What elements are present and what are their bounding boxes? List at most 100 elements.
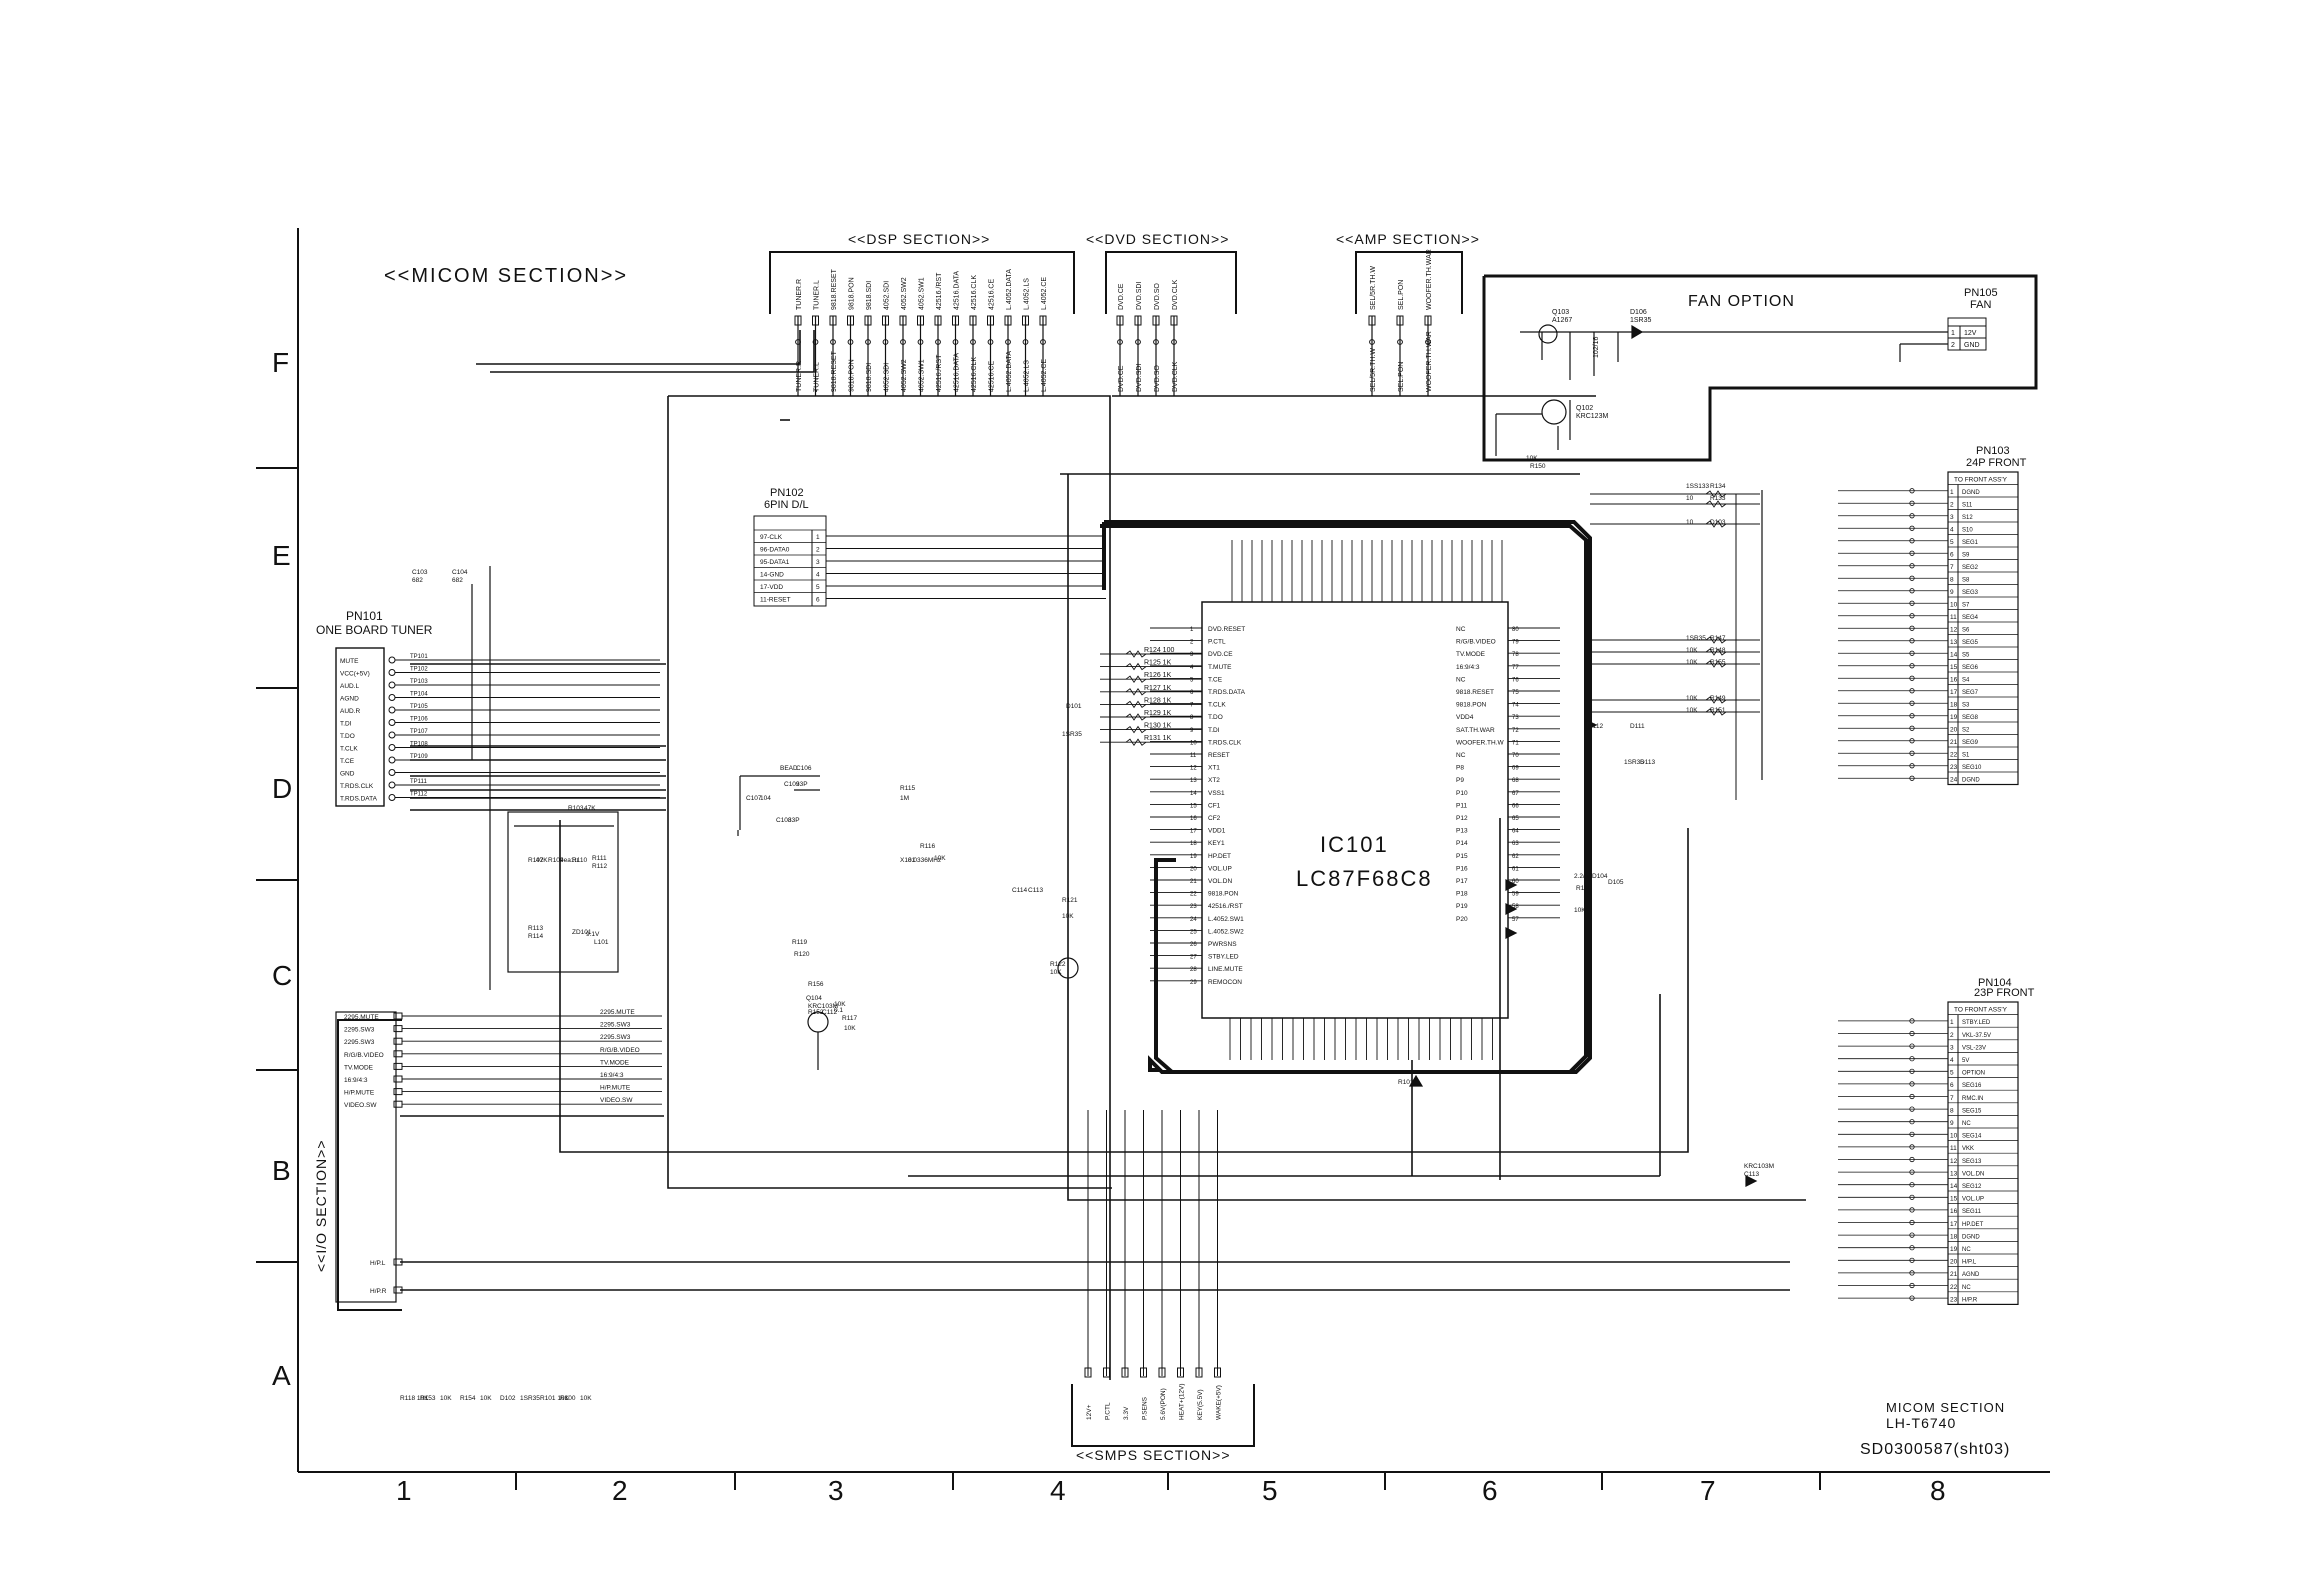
pn104-tp: [1909, 1144, 1915, 1150]
connector-pin-label: 4052.SDI: [884, 281, 891, 310]
connector-net-label: L.4052.DATA: [1006, 351, 1013, 392]
pn104-tp: [1909, 1106, 1915, 1112]
ic101-pin-label: P13: [1456, 828, 1468, 835]
io-pin-label: 2295.MUTE: [344, 1014, 379, 1021]
part-label: D113: [1640, 759, 1655, 766]
part-label: 1SR35: [1062, 731, 1082, 738]
pn104-pin-num: 19: [1950, 1246, 1958, 1253]
pn102-ref: PN102: [770, 487, 804, 499]
ic101-ref: IC101: [1320, 832, 1389, 857]
part-label: R110: [572, 857, 587, 864]
pn103-tp: [1909, 700, 1915, 706]
pn103-tp: [1909, 650, 1915, 656]
pn103-pin-num: 3: [1950, 514, 1954, 521]
part-label: R150: [1530, 463, 1546, 470]
pn103-tp: [1909, 550, 1915, 556]
pn102-pin-label: 97-CLK: [760, 534, 783, 541]
pn101-test-point: TP106: [410, 717, 428, 723]
pn104-pin-label: VKK: [1962, 1146, 1974, 1152]
fan-circuit-labels: Q103 A1267 D106 1SR35 Q102 KRC123M 102/1…: [1552, 309, 1652, 420]
ic101-pin-label: XT2: [1208, 777, 1220, 784]
ic101-pin-label: P16: [1456, 865, 1468, 872]
io-pin-label: 16:9/4:3: [344, 1077, 368, 1084]
ic101-pin-label: VDD4: [1456, 714, 1474, 721]
ic101-pin-number: 26: [1190, 942, 1197, 948]
passive-parts: [471, 566, 1758, 1187]
pn104-ref: PN104: [1978, 977, 2012, 989]
part-label: KRC103M: [808, 1003, 838, 1010]
part-label: 4ea1u: [560, 857, 578, 864]
ic101-pin-number: 29: [1190, 980, 1197, 986]
ic101-pin-number: 25: [1190, 929, 1197, 935]
connector-node: [865, 339, 871, 345]
ic101-pin-number: 27: [1190, 955, 1197, 961]
connector-node: [1022, 339, 1029, 345]
io-pin-label: TV.MODE: [344, 1064, 374, 1071]
row-label: A: [272, 1360, 291, 1391]
part-label: R121: [1062, 897, 1078, 904]
io-pin: [393, 1286, 403, 1294]
row-label: E: [272, 540, 291, 571]
ic101-part: LC87F68C8: [1296, 866, 1433, 891]
pn102-pin-label: 96-DATA0: [760, 547, 790, 554]
part-label: 47K: [584, 805, 596, 812]
connector-net-label: 42516.DATA: [954, 353, 961, 392]
pn104-tp: [1909, 1018, 1915, 1024]
part-label: D112: [1588, 723, 1603, 730]
part-label: 10K: [580, 1395, 592, 1402]
ic101-pin-label: 9818.PON: [1456, 702, 1487, 709]
part-label: R152: [808, 1009, 824, 1016]
ic101-pin-number: 9: [1190, 728, 1194, 734]
ic101-body: [1100, 524, 1588, 1074]
ic101-pin-number: 21: [1190, 879, 1197, 885]
pn103-pin-label: SEG9: [1962, 740, 1979, 746]
part-label: D101: [1066, 703, 1082, 710]
pn103-pin-num: 13: [1950, 639, 1958, 646]
io-pin: [393, 1088, 403, 1096]
connector-pin-label: 4052.SW1: [919, 277, 926, 310]
smps-pin-label: 12V+: [1086, 1404, 1093, 1420]
part-label: D102: [500, 1395, 516, 1402]
ic101-pin-number: 77: [1512, 665, 1519, 671]
smps-pin: [1214, 1367, 1221, 1378]
ic101-pin-label: 16:9/4:3: [1456, 664, 1480, 671]
pn101-pin-node: [388, 719, 396, 726]
pn103-name: 24P FRONT: [1966, 457, 2027, 469]
pn104-pin-num: 23: [1950, 1296, 1958, 1303]
connector-pin-label: 9818.SDI: [866, 281, 873, 310]
pn105-ref: PN105: [1964, 287, 1998, 299]
part-label: 8.0336MHz: [908, 857, 941, 864]
footer-title: MICOM SECTION: [1886, 1400, 2005, 1415]
ic101-pin-number: 58: [1512, 904, 1519, 910]
pn101-test-point: TP112: [410, 792, 428, 798]
connector-pin-label: DVD.CLK: [1172, 279, 1179, 310]
io-frame: [335, 1011, 397, 1303]
col-label: 7: [1700, 1475, 1716, 1506]
part-label: R149: [1710, 695, 1726, 702]
pn103-pin-label: SEG6: [1962, 665, 1979, 671]
pn101-pin-label: AUD.R: [340, 708, 361, 715]
pn104-tp: [1909, 1068, 1915, 1074]
pn104-pin-label: SEG12: [1962, 1184, 1982, 1190]
pn104-pin-num: 17: [1950, 1221, 1958, 1228]
part-label: C108: [776, 817, 792, 824]
part-label: R101 10K: [540, 1395, 570, 1402]
io-pin: [393, 1062, 403, 1070]
pn101-pin-node: [388, 656, 396, 664]
frame-ticks: [256, 467, 1821, 1490]
connector-pin-label: L.4052.LS: [1024, 278, 1031, 310]
pn103-pin-label: S6: [1962, 628, 1970, 634]
pn104-name: 23P FRONT: [1974, 987, 2035, 999]
connector-node: [1040, 339, 1046, 345]
resistor-label: R126 1K: [1144, 672, 1172, 679]
pn104-pin-num: 21: [1950, 1271, 1958, 1278]
pn104-pin-num: 5: [1950, 1070, 1954, 1077]
pn104-tp: [1909, 1207, 1915, 1213]
part-label: R115: [900, 785, 915, 792]
pn103-tp: [1909, 563, 1915, 569]
pn103-pin-label: S3: [1962, 703, 1970, 709]
io-pin: [393, 1025, 403, 1033]
ic101-pin-number: 20: [1190, 866, 1197, 872]
connector-pin-label: 9818.RESET: [831, 268, 838, 310]
resistor-label: R131 1K: [1144, 735, 1172, 742]
